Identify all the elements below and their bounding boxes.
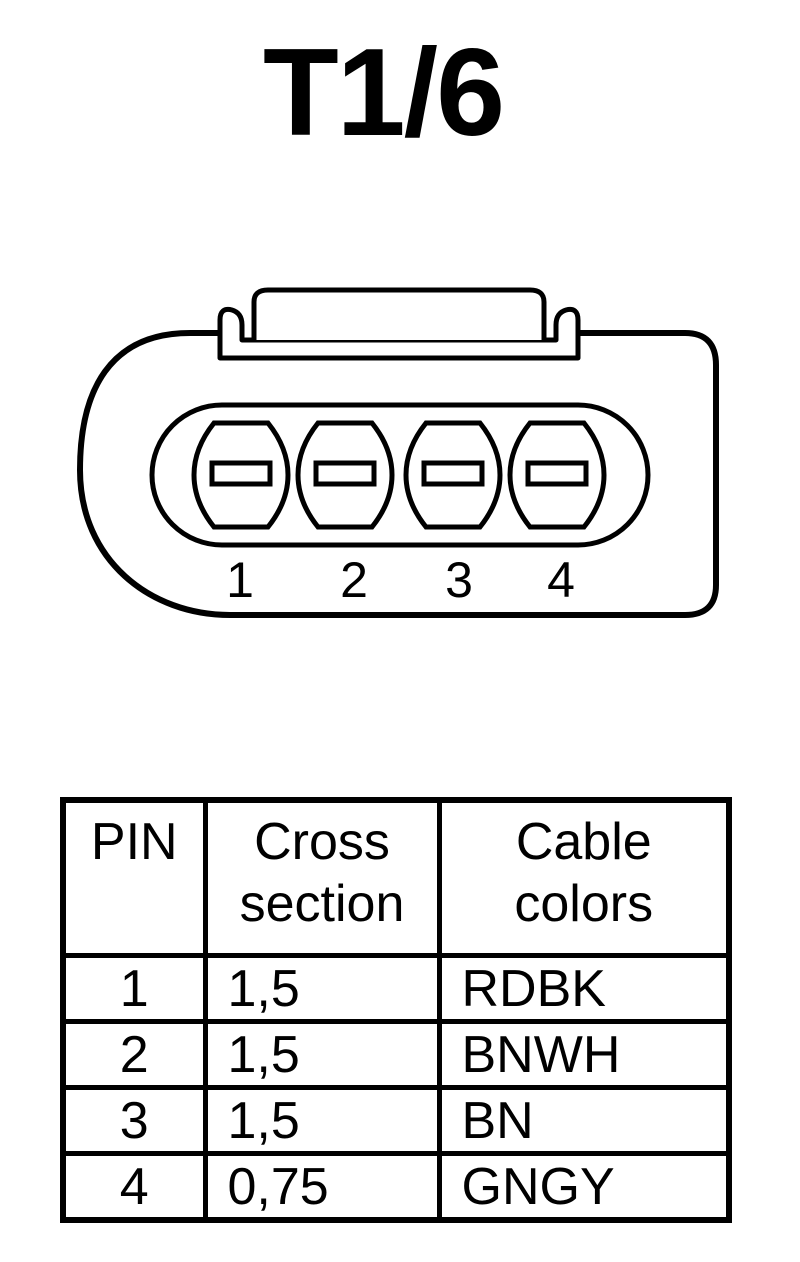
table-row: 1 1,5 RDBK	[60, 953, 732, 1024]
cell-cable-colors: BNWH	[436, 1019, 732, 1090]
pin-3-slot	[421, 460, 485, 487]
pin-label-1: 1	[226, 552, 254, 608]
header-cable-colors-line-2: colors	[514, 875, 654, 933]
cell-cross-section: 1,5	[202, 1085, 442, 1156]
pin-4	[507, 420, 607, 530]
connector-housing	[77, 330, 719, 618]
pin-2-slot	[313, 460, 377, 487]
table-header-row: PIN Cross section Cable colors	[60, 797, 732, 958]
header-cable-colors-line-1: Cable	[515, 813, 652, 871]
table-row: 4 0,75 GNGY	[60, 1151, 732, 1223]
pin-1-slot	[209, 460, 273, 487]
connector-latch	[217, 307, 581, 361]
cell-cross-section: 1,5	[202, 1019, 442, 1090]
connector-pin-well	[149, 402, 651, 548]
header-cable-colors: Cable colors	[436, 797, 732, 958]
cell-cross-section: 1,5	[202, 953, 442, 1024]
diagram-title: T1/6	[262, 24, 505, 162]
pin-label-2: 2	[340, 552, 368, 608]
header-cross-section: Cross section	[202, 797, 442, 958]
table-row: 2 1,5 BNWH	[60, 1019, 732, 1090]
header-cross-section-line-2: section	[239, 875, 405, 933]
pin-1	[191, 420, 291, 530]
header-pin: PIN	[60, 797, 208, 958]
cell-cable-colors: GNGY	[436, 1151, 732, 1223]
cell-pin: 3	[60, 1085, 208, 1156]
cell-cable-colors: BN	[436, 1085, 732, 1156]
connector-drawing: 1 2 3 4	[77, 287, 719, 618]
cell-cable-colors: RDBK	[436, 953, 732, 1024]
cell-pin: 1	[60, 953, 208, 1024]
cell-cross-section: 0,75	[202, 1151, 442, 1223]
header-cross-section-line-1: Cross	[254, 813, 390, 871]
header-pin-label: PIN	[90, 813, 178, 871]
cell-pin: 2	[60, 1019, 208, 1090]
pin-3	[403, 420, 503, 530]
pin-assignment-table: PIN Cross section Cable colors 1 1,5 RDB…	[60, 797, 732, 1223]
cell-pin: 4	[60, 1151, 208, 1223]
table-row: 3 1,5 BN	[60, 1085, 732, 1156]
pin-2	[295, 420, 395, 530]
connector-latch-top	[251, 287, 547, 340]
pin-label-3: 3	[445, 552, 473, 608]
pin-label-4: 4	[547, 552, 575, 608]
pin-4-slot	[525, 460, 589, 487]
